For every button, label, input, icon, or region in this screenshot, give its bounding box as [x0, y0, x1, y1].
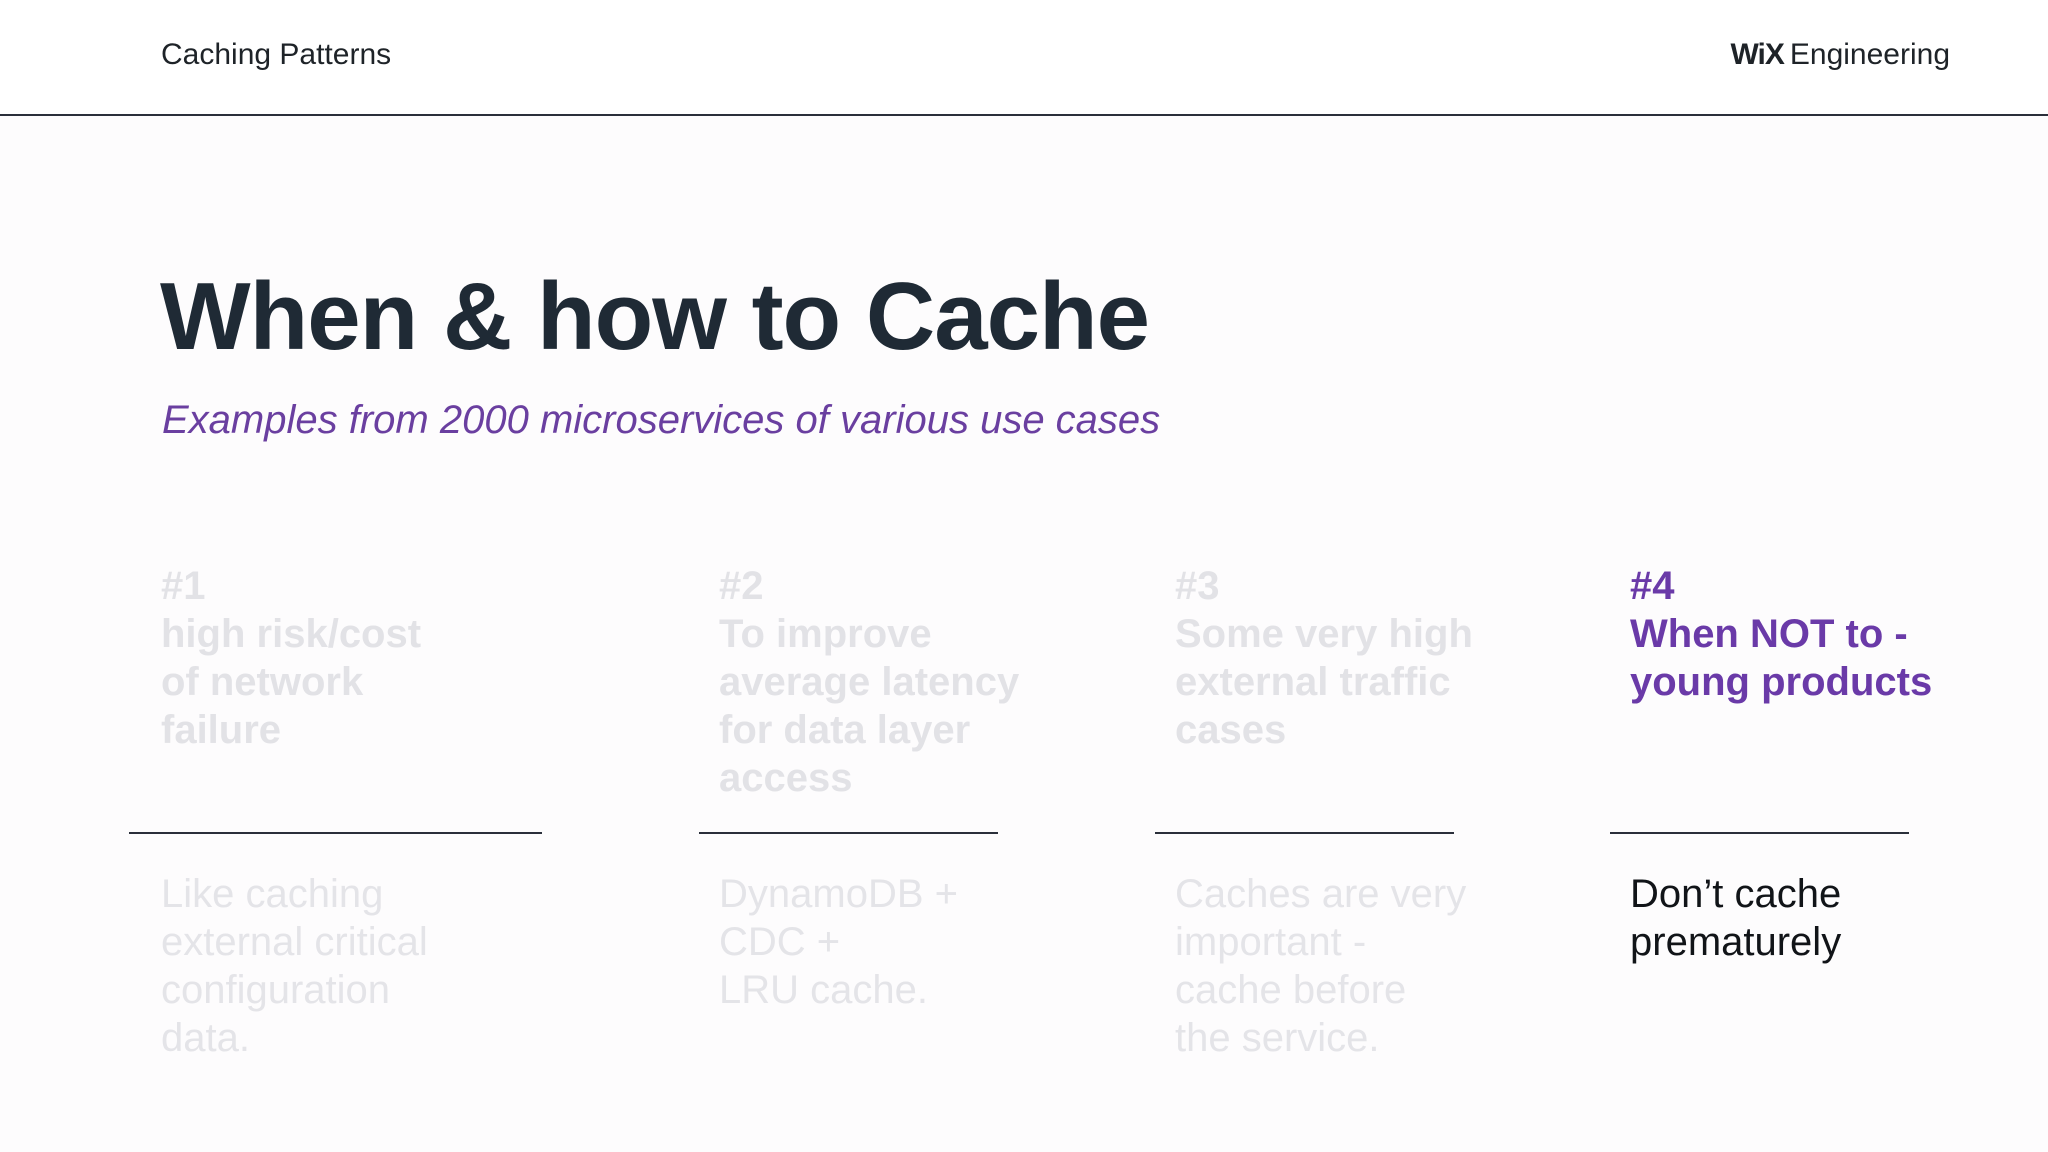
brand-name: Engineering	[1789, 38, 1950, 71]
column-2-divider	[699, 832, 998, 834]
column-3-heading: #3 Some very high external traffic cases	[1175, 562, 1473, 754]
slide-subtitle: Examples from 2000 microservices of vari…	[162, 398, 1161, 442]
column-3-heading-text: Some very high external traffic cases	[1175, 612, 1473, 752]
column-2-heading-text: To improve average latency for data laye…	[719, 612, 1020, 800]
column-2-heading: #2 To improve average latency for data l…	[719, 562, 1019, 802]
column-4-heading: #4 When NOT to - young products	[1630, 562, 1932, 706]
column-3-body: Caches are very important - cache before…	[1175, 872, 1467, 1060]
column-2-body: DynamoDB + CDC + LRU cache.	[719, 872, 958, 1012]
column-1-number: #1	[161, 564, 206, 608]
column-1-heading: #1 high risk/cost of network failure	[161, 562, 421, 754]
column-4-heading-text: When NOT to - young products	[1630, 612, 1933, 704]
wix-logo: WiX	[1730, 38, 1784, 71]
column-1-body: Like caching external critical configura…	[161, 872, 428, 1060]
column-3-number: #3	[1175, 564, 1220, 608]
column-4-number: #4	[1630, 564, 1675, 608]
column-4-body: Don’t cache prematurely	[1630, 872, 1842, 964]
slide-title: When & how to Cache	[160, 263, 1150, 370]
column-1-heading-text: high risk/cost of network failure	[161, 612, 422, 752]
deck-title: Caching Patterns	[161, 38, 392, 71]
column-2-number: #2	[719, 564, 764, 608]
column-3-divider	[1155, 832, 1454, 834]
column-4-divider	[1610, 832, 1909, 834]
column-1-divider	[129, 832, 542, 834]
